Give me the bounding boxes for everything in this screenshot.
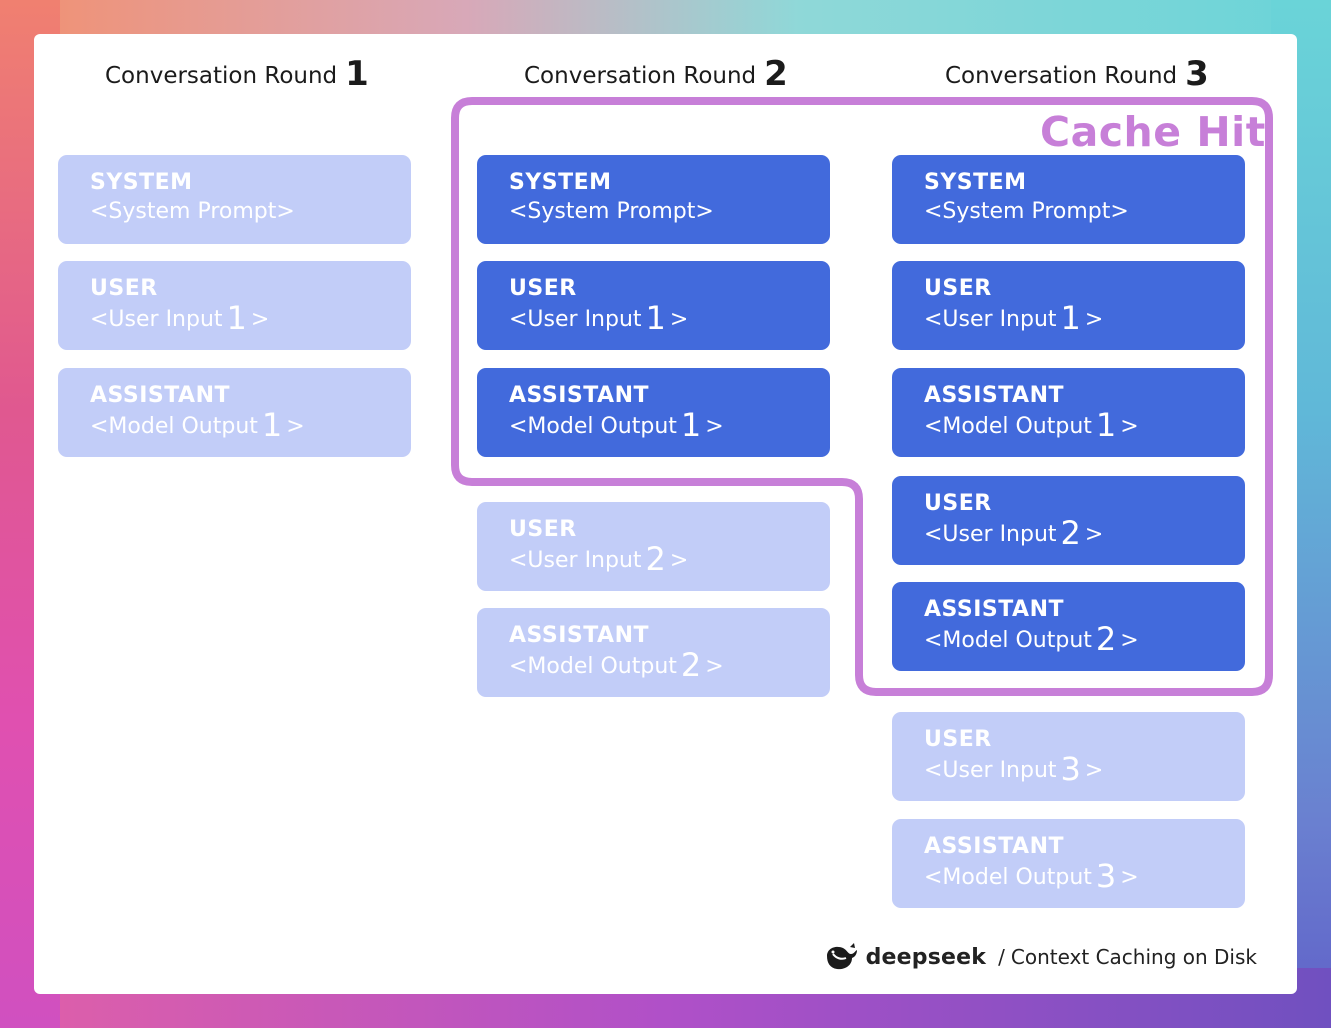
role-label: USER (924, 491, 992, 516)
role-label: USER (509, 276, 577, 301)
role-label: SYSTEM (924, 170, 1027, 195)
round-3-system-block: SYSTEM <System Prompt> (892, 155, 1245, 244)
cache-hit-label: Cache Hit (1040, 108, 1266, 156)
footer-separator: / (998, 945, 1005, 969)
round-1-number: 1 (345, 54, 369, 94)
role-label: USER (90, 276, 158, 301)
role-label: SYSTEM (90, 170, 193, 195)
role-label: ASSISTANT (924, 383, 1065, 408)
round-1-system-block: SYSTEM <System Prompt> (58, 155, 411, 244)
footer: deepseek / Context Caching on Disk (824, 942, 1257, 972)
role-label: USER (509, 517, 577, 542)
whale-icon (826, 943, 857, 970)
round-3-label: Conversation Round (945, 63, 1178, 89)
round-3-number: 3 (1185, 54, 1209, 94)
footer-caption: Context Caching on Disk (1010, 945, 1257, 969)
system-prompt-text: <System Prompt> (924, 199, 1129, 224)
role-label: USER (924, 276, 992, 301)
role-label: ASSISTANT (90, 383, 231, 408)
role-label: USER (924, 727, 992, 752)
role-label: ASSISTANT (924, 597, 1065, 622)
round-1-title: Conversation Round 1 (105, 54, 369, 94)
system-prompt-text: <System Prompt> (90, 199, 295, 224)
role-label: ASSISTANT (509, 623, 650, 648)
round-2-system-block: SYSTEM <System Prompt> (477, 155, 830, 244)
round-2-label: Conversation Round (524, 63, 757, 89)
system-prompt-text: <System Prompt> (509, 199, 714, 224)
role-label: ASSISTANT (509, 383, 650, 408)
role-label: SYSTEM (509, 170, 612, 195)
round-2-title: Conversation Round 2 (524, 54, 788, 94)
brand-name: deepseek (865, 944, 987, 970)
round-3-title: Conversation Round 3 (945, 54, 1209, 94)
role-label: ASSISTANT (924, 834, 1065, 859)
round-1-label: Conversation Round (105, 63, 338, 89)
round-2-number: 2 (764, 54, 788, 94)
